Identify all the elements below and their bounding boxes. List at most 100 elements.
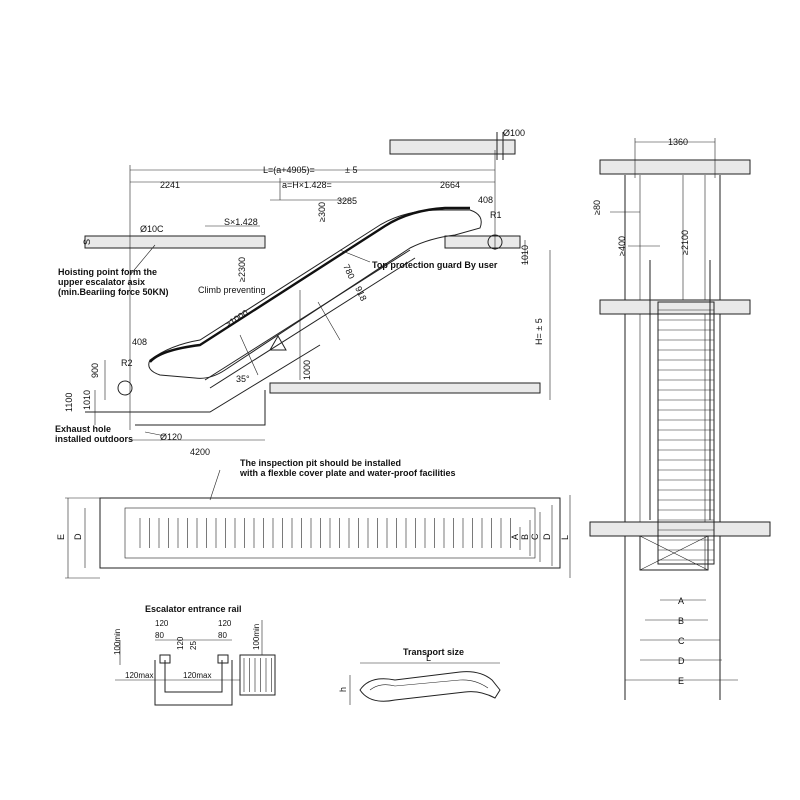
label-1100: 1100	[64, 393, 74, 412]
rail-body	[154, 660, 233, 706]
label-ge2300: ≥2300	[237, 257, 247, 282]
label-l-formula: L=(a+4905)=	[263, 165, 315, 175]
label-2664: 2664	[440, 180, 460, 190]
label-phi100-left: Ø10C	[140, 224, 164, 234]
label-inspection-1: The inspection pit should be installed	[240, 458, 401, 468]
label-pl: L	[560, 535, 570, 540]
lower-floor-slab	[84, 235, 266, 249]
upper-landing-slab	[444, 235, 521, 249]
pit-cross-2	[639, 535, 709, 571]
plan-steps	[139, 518, 511, 548]
label-pm5-top: ± 5	[345, 165, 357, 175]
label-d: D	[73, 533, 83, 540]
label-exhaust-2: installed outdoors	[55, 434, 133, 444]
label-ge300: ≥300	[317, 202, 327, 222]
label-va: A	[678, 596, 684, 606]
plan-inner	[124, 507, 536, 559]
label-s: S	[82, 239, 92, 245]
label-1000: 1000	[302, 360, 312, 380]
label-vc: C	[678, 636, 685, 646]
label-pd: D	[542, 533, 552, 540]
label-a-formula: a=H×1.428=	[282, 180, 332, 190]
label-120max-b: 120max	[183, 671, 211, 680]
climb-leader	[317, 301, 341, 341]
label-4200: 4200	[190, 447, 210, 457]
hoist-leader	[129, 244, 156, 276]
transport-size-detail: Transport size L h	[338, 647, 501, 705]
under-slab	[269, 382, 541, 394]
label-408-top: 408	[478, 195, 493, 205]
truss-bottom-2	[209, 257, 416, 389]
label-120-c: 120	[218, 619, 232, 628]
rail-post-left	[159, 654, 171, 664]
label-hoisting-1: Hoisting point form the	[58, 267, 157, 277]
label-transport: Transport size	[403, 647, 464, 657]
inspection-leader	[209, 469, 221, 501]
truss-bottom	[204, 249, 411, 381]
exhaust-leader	[144, 431, 166, 437]
label-pa: A	[510, 534, 520, 540]
label-phi100: Ø100	[503, 128, 525, 138]
label-e: E	[56, 534, 66, 540]
label-3285: 3285	[337, 196, 357, 206]
label-vd: D	[678, 656, 685, 666]
label-120max-a: 120max	[125, 671, 153, 680]
label-h-pm5: H= ± 5	[534, 318, 544, 345]
section-view: 1360 ≥80 ≥2100 ≥400 A B C D E	[589, 137, 771, 700]
label-ge2100: ≥2100	[680, 230, 690, 255]
label-25: 25	[189, 641, 198, 650]
label-ge80: ≥80	[592, 200, 602, 215]
label-100min-b: 100min	[252, 624, 261, 650]
plan-outer	[99, 497, 561, 569]
section-top-slab	[599, 159, 751, 175]
label-inspection-2: with a flexble cover plate and water-pro…	[239, 468, 456, 478]
label-pc: C	[530, 533, 540, 540]
rail-step-lines	[243, 658, 272, 692]
angle-leader	[239, 334, 259, 376]
lower-floor-line	[85, 344, 321, 413]
label-vb: B	[678, 616, 684, 626]
section-mid-slab	[599, 299, 751, 315]
rail-steps	[239, 654, 276, 696]
transport-outline	[359, 671, 501, 702]
label-r2: R2	[121, 358, 133, 368]
label-2241: 2241	[160, 180, 180, 190]
handrail	[149, 206, 470, 363]
hoist-point-r2	[117, 380, 133, 396]
label-exhaust-1: Exhaust hole	[55, 424, 111, 434]
label-120-b: 120	[176, 636, 185, 650]
transport-inner	[369, 679, 489, 691]
label-top-guard: Top protection guard By user	[372, 260, 498, 270]
label-1010-left: 1010	[82, 390, 92, 410]
side-elevation: Ø100 L=(a+4905)= ± 5 2241 a=H×1.428= 266…	[55, 128, 551, 457]
label-phi120: Ø120	[160, 432, 182, 442]
escalator-steps	[658, 309, 714, 561]
label-80-a: 80	[155, 631, 164, 640]
label-408-bottom: 408	[132, 337, 147, 347]
rail-post-right	[217, 654, 229, 664]
upper-slab-top	[389, 139, 516, 155]
entrance-rail-detail: Escalator entrance rail 120 80 120 25 12…	[113, 604, 276, 706]
label-ve: E	[678, 676, 684, 686]
label-s-formula: S×1.428	[224, 217, 258, 227]
escalator-steps-frame	[657, 301, 715, 565]
label-900: 900	[90, 363, 100, 378]
hoist-point-r1	[487, 234, 503, 250]
plan-view: The inspection pit should be installed w…	[56, 458, 571, 579]
label-hoisting-2: upper escalator asix	[58, 277, 145, 287]
label-climb: Climb preventing	[198, 285, 266, 295]
label-780: 780	[341, 263, 356, 281]
label-entrance-rail: Escalator entrance rail	[145, 604, 242, 614]
guard-leader	[339, 249, 371, 263]
label-ge1000: ≥1000	[224, 308, 250, 330]
label-80-b: 80	[218, 631, 227, 640]
climb-marker	[269, 334, 287, 351]
label-transport-h: h	[338, 687, 348, 692]
pit-wall	[135, 390, 266, 426]
label-1360: 1360	[668, 137, 688, 147]
section-lower-slab	[589, 521, 771, 537]
label-918: 918	[353, 285, 368, 303]
label-100min-a: 100min	[113, 629, 122, 655]
label-hoisting-3: (min.Beariing force 50KN)	[58, 287, 169, 297]
